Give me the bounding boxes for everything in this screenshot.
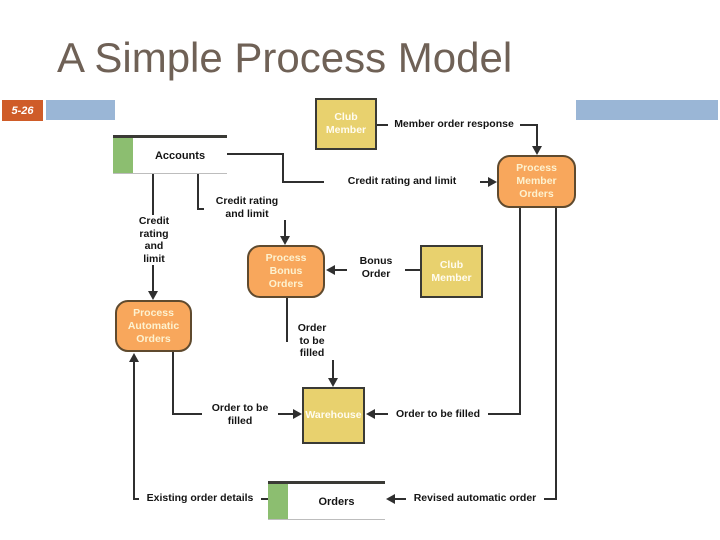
arrowhead-down-icon [280, 236, 290, 245]
process-bonus-orders: Process Bonus Orders [247, 245, 325, 298]
entity-club-member-middle: Club Member [420, 245, 483, 298]
accent-bar-left [46, 100, 115, 120]
arrowhead-left-icon [366, 409, 375, 419]
connector-line [519, 208, 521, 415]
datastore-color-block [113, 138, 133, 173]
arrowhead-up-icon [129, 353, 139, 362]
entity-warehouse: Warehouse [302, 387, 365, 444]
connector-line [555, 208, 557, 500]
arrowhead-down-icon [532, 146, 542, 155]
process-member-orders: Process Member Orders [497, 155, 576, 208]
connector-line [332, 340, 334, 379]
connector-line [197, 172, 199, 209]
process-automatic-orders: Process Automatic Orders [115, 300, 192, 352]
flow-label-credit-rating-limit-left: Credit rating and limit [126, 215, 182, 265]
flow-label-member-order-response: Member order response [388, 118, 520, 131]
connector-line [536, 124, 538, 147]
page-title: A Simple Process Model [57, 34, 513, 81]
flow-label-revised-automatic-order: Revised automatic order [406, 492, 544, 505]
datastore-orders: Orders [268, 481, 385, 520]
connector-line [133, 356, 135, 500]
connector-line [227, 153, 284, 155]
arrowhead-down-icon [148, 291, 158, 300]
datastore-accounts: Accounts [113, 135, 227, 174]
flow-label-order-to-be-filled-automatic: Order to be filled [202, 402, 278, 427]
arrowhead-right-icon [488, 177, 497, 187]
arrowhead-left-icon [386, 494, 395, 504]
flow-label-bonus-order: Bonus Order [347, 255, 405, 280]
flow-label-order-to-be-filled-member: Order to be filled [388, 408, 488, 421]
flow-label-order-to-be-filled-bonus: Order to be filled [288, 322, 336, 360]
datastore-orders-label: Orders [318, 495, 355, 508]
datastore-color-block [268, 484, 288, 519]
arrowhead-right-icon [293, 409, 302, 419]
connector-line [286, 297, 288, 342]
flow-label-credit-rating-limit-right: Credit rating and limit [324, 175, 480, 188]
connector-line [282, 153, 284, 182]
flow-label-existing-order-details: Existing order details [139, 492, 261, 505]
arrowhead-down-icon [328, 378, 338, 387]
slide-number-badge: 5-26 [2, 100, 43, 121]
accent-bar-right [576, 100, 718, 120]
arrowhead-left-icon [326, 265, 335, 275]
connector-line [172, 352, 174, 415]
flow-label-credit-rating-limit-middle: Credit rating and limit [204, 195, 290, 220]
connector-line [284, 208, 286, 238]
entity-club-member-top: Club Member [315, 98, 377, 150]
datastore-accounts-label: Accounts [154, 149, 206, 162]
